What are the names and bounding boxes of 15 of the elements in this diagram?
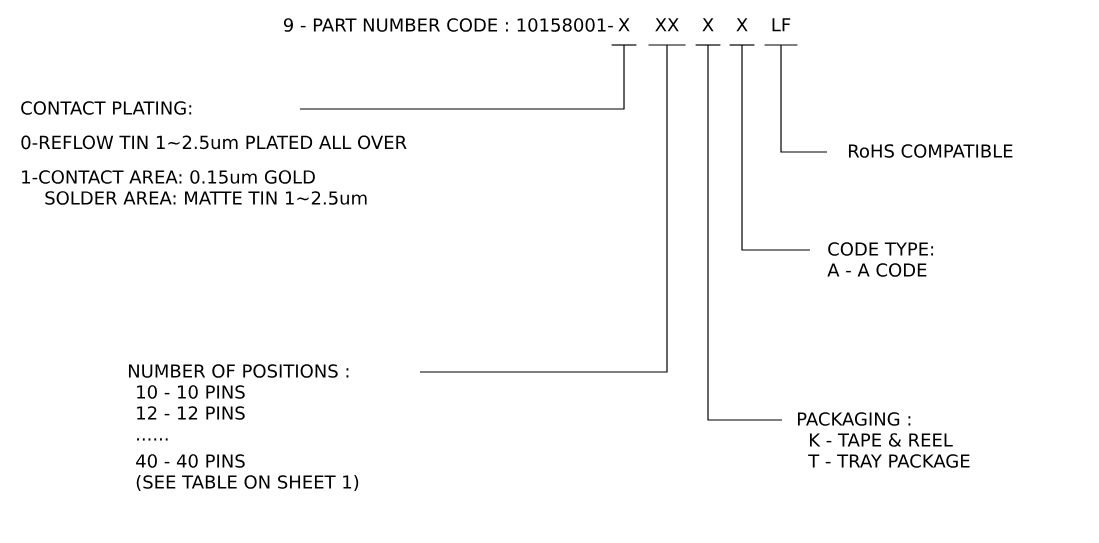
leader-line bbox=[707, 44, 783, 421]
code-segment: LF bbox=[764, 18, 798, 46]
leader-line bbox=[741, 44, 811, 251]
description-text: RoHS COMPATIBLE bbox=[849, 144, 1013, 158]
header-text: 9 - PART NUMBER CODE : 10158001- bbox=[283, 18, 613, 32]
description-text: PACKAGING : K - TAPE & REEL T - TRAY PACKAGE bbox=[798, 412, 970, 468]
description-text: NUMBER OF POSITIONS : 10 - 10 PINS 12 - 12 PINS ...... 40 - 40 PINS (SEE TABLE ON SHEET 1) bbox=[128, 364, 359, 491]
description-text: CODE TYPE: A - A CODE bbox=[827, 242, 934, 277]
leader-line bbox=[780, 44, 828, 153]
code-segment: X bbox=[695, 18, 721, 46]
leader-line bbox=[419, 44, 668, 373]
code-segment: XX bbox=[647, 18, 687, 46]
description-text: CONTACT PLATING: 0-REFLOW TIN 1~2.5um PLATED ALL OVER 1-CONTACT AREA: 0.15um GOLD SOLDER AREA: MATTE TIN 1~2.5um bbox=[21, 101, 407, 205]
code-segment: X bbox=[729, 18, 755, 46]
leader-line bbox=[299, 44, 625, 110]
